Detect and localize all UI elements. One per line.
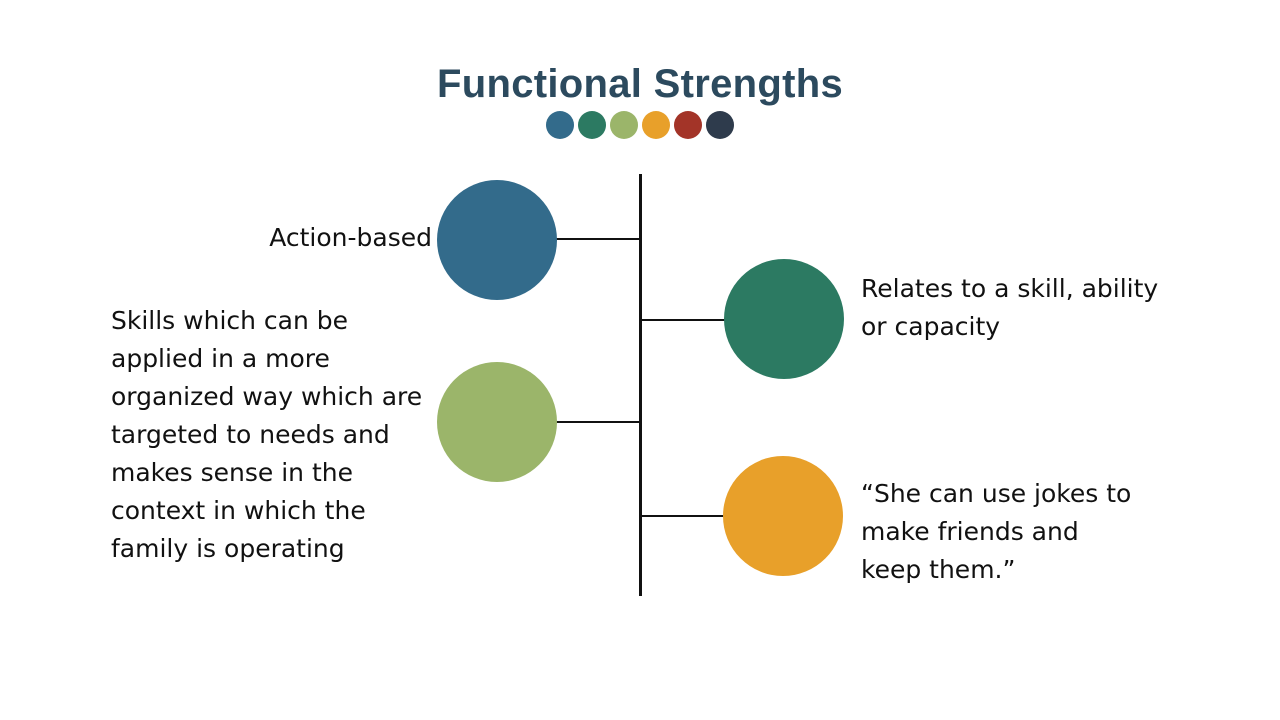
color-dot xyxy=(546,111,574,139)
node-circle xyxy=(437,362,557,482)
connector-line xyxy=(641,515,725,517)
node-text: Skills which can be applied in a more or… xyxy=(111,306,423,563)
node-circle xyxy=(723,456,843,576)
color-dot xyxy=(578,111,606,139)
color-dot xyxy=(642,111,670,139)
node-text: Relates to a skill, ability or capacity xyxy=(861,274,1159,341)
slide-title: Functional Strengths xyxy=(437,62,843,106)
node-text: “She can use jokes to make friends and k… xyxy=(861,479,1132,584)
color-dot xyxy=(674,111,702,139)
node-text: Action-based xyxy=(269,223,432,252)
connector-line xyxy=(556,238,640,240)
color-dot xyxy=(706,111,734,139)
connector-line xyxy=(641,319,725,321)
connector-line xyxy=(556,421,640,423)
color-dot xyxy=(610,111,638,139)
node-circle xyxy=(437,180,557,300)
node-circle xyxy=(724,259,844,379)
color-dots xyxy=(546,111,734,139)
timeline-spine xyxy=(639,174,642,596)
